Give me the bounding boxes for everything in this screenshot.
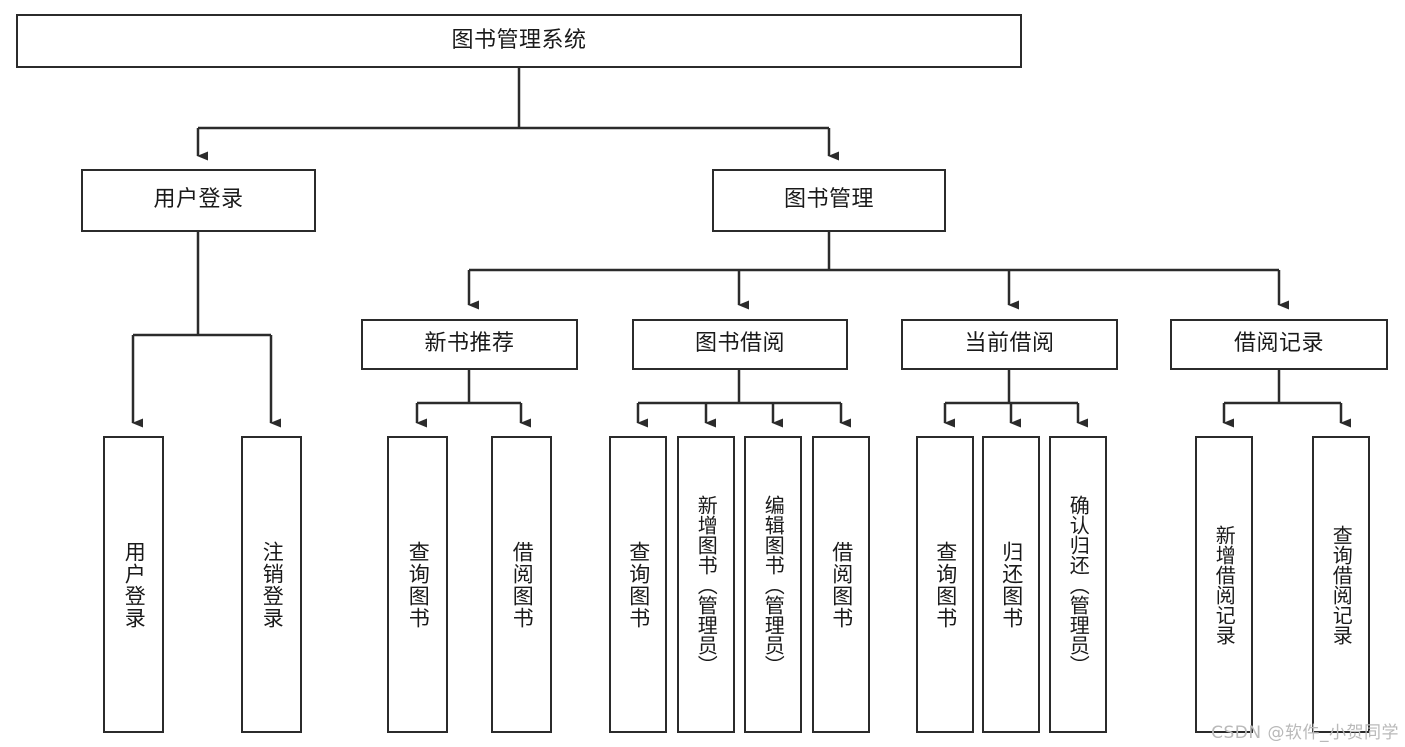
node-leaf-confirm-return-admin[interactable]: 确认归还（管理员） [1049,436,1107,733]
node-leaf-add-borrow-record[interactable]: 新增借阅记录 [1195,436,1253,733]
node-leaf-edit-book-admin[interactable]: 编辑图书（管理员） [744,436,802,733]
node-label: 查询借阅记录 [1329,524,1354,645]
node-label: 查询图书 [626,540,651,629]
node-borrow-record[interactable]: 借阅记录 [1170,319,1388,370]
node-root-book-management-system[interactable]: 图书管理系统 [16,14,1022,68]
node-label: 借阅图书 [829,540,854,629]
node-label: 查询图书 [933,540,958,629]
node-user-login[interactable]: 用户登录 [81,169,316,232]
node-leaf-query-book-new[interactable]: 查询图书 [387,436,448,733]
node-label: 图书管理 [783,187,874,213]
node-leaf-logout[interactable]: 注销登录 [241,436,302,733]
node-label: 图书管理系统 [451,27,587,53]
node-label: 新增图书（管理员） [694,494,719,675]
node-label: 查询图书 [406,540,431,629]
node-leaf-add-book-admin[interactable]: 新增图书（管理员） [677,436,735,733]
node-label: 借阅图书 [510,540,535,629]
node-leaf-query-book-borrow[interactable]: 查询图书 [609,436,667,733]
node-label: 用户登录 [122,540,147,629]
node-label: 归还图书 [999,540,1024,629]
node-label: 用户登录 [153,187,244,213]
node-leaf-borrow-book[interactable]: 借阅图书 [812,436,870,733]
node-label: 当前借阅 [964,331,1055,357]
node-leaf-borrow-book-new[interactable]: 借阅图书 [491,436,552,733]
node-label: 新书推荐 [424,331,515,357]
node-book-management[interactable]: 图书管理 [712,169,946,232]
node-label: 注销登录 [260,540,285,629]
node-leaf-query-borrow-record[interactable]: 查询借阅记录 [1312,436,1370,733]
node-label: 确认归还（管理员） [1066,494,1091,675]
node-label: 新增借阅记录 [1212,524,1237,645]
node-current-borrow[interactable]: 当前借阅 [901,319,1118,370]
node-book-borrow[interactable]: 图书借阅 [632,319,848,370]
node-leaf-query-book-current[interactable]: 查询图书 [916,436,974,733]
node-new-book-recommend[interactable]: 新书推荐 [361,319,578,370]
node-label: 借阅记录 [1233,331,1324,357]
node-leaf-return-book[interactable]: 归还图书 [982,436,1040,733]
node-label: 图书借阅 [694,331,785,357]
node-leaf-user-login[interactable]: 用户登录 [103,436,164,733]
node-label: 编辑图书（管理员） [761,494,786,675]
